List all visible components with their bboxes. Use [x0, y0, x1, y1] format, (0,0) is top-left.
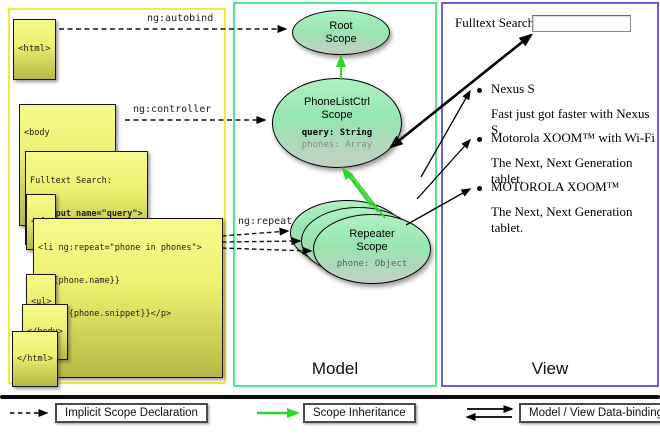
ng-controller-label: ng:controller — [133, 104, 212, 115]
legend-model-view-data-binding: Model / View Data-binding — [519, 403, 660, 423]
code-html-close: </html> — [12, 331, 58, 387]
fulltext-search-input[interactable] — [532, 15, 631, 32]
repeater-scope-ellipse-front: Repeater Scope phone: Object — [313, 214, 431, 284]
code-line: <ul> — [31, 297, 52, 307]
code-html-open: <html> — [13, 19, 56, 80]
view-search-label: Fulltext Search: — [455, 15, 538, 30]
view-item-title: MOTOROLA XOOM™ — [491, 179, 620, 194]
bullet-dot — [477, 186, 482, 191]
view-item-title: Nexus S — [491, 81, 535, 96]
ng-autobind-label: ng:autobind — [147, 13, 214, 24]
phonelistctrl-scope-name: PhoneListCtrl — [303, 95, 371, 108]
root-scope-ellipse: Root Scope — [292, 10, 390, 55]
code-line: <html> — [18, 44, 51, 54]
scope-prop-query: query: String — [301, 127, 373, 138]
view-item-desc: The Next, Next Generation tablet. — [491, 155, 633, 186]
repeater-scope-name: Scope — [356, 241, 388, 253]
code-line: </html> — [17, 354, 53, 364]
root-scope-name: Scope — [325, 32, 357, 45]
view-item-desc: The Next, Next Generation tablet. — [491, 204, 633, 235]
phonelistctrl-scope-name: Scope — [321, 108, 353, 121]
code-line: <p>{{phone.snippet}}</p> — [38, 309, 172, 319]
view-panel-title: View — [531, 359, 569, 378]
scope-prop-phone: phone: Object — [336, 259, 408, 269]
legend-scope-inheritance: Scope Inheritance — [303, 403, 416, 423]
scope-prop-phones: phones: Array — [301, 139, 373, 150]
bullet-dot — [477, 137, 482, 142]
ng-repeat-label: ng:repeat — [238, 216, 293, 227]
view-item-title: Motorola XOOM™ with Wi-Fi — [491, 130, 656, 145]
code-line: {{phone.name}} — [38, 276, 120, 286]
model-panel-title: Model — [311, 359, 359, 378]
repeater-scope-name: Repeater — [349, 228, 395, 240]
code-line: <body — [24, 128, 50, 138]
bullet-dot — [477, 88, 482, 93]
legend-implicit-scope-declaration: Implicit Scope Declaration — [55, 403, 208, 423]
legend-separator-line — [0, 395, 660, 399]
phonelistctrl-scope-ellipse: PhoneListCtrl Scope query: String phones… — [272, 78, 402, 168]
model-panel: Model — [233, 2, 437, 387]
code-line: <li ng:repeat="phone in phones"> — [38, 243, 202, 253]
code-line: Fulltext Search: — [30, 176, 112, 186]
root-scope-name: Root — [329, 19, 353, 32]
